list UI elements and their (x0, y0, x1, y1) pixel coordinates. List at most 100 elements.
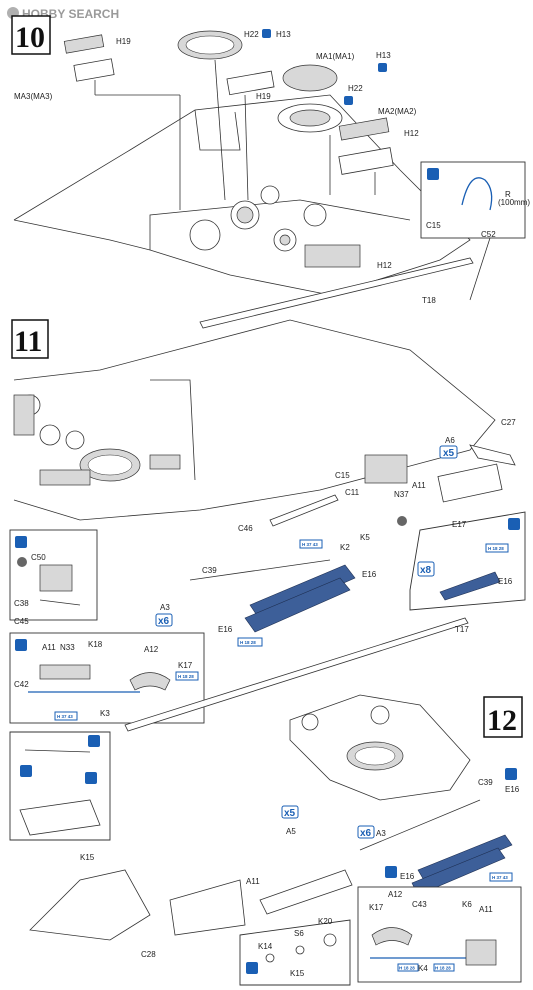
label-c39b: C39 (478, 778, 493, 787)
label-k20: K20 (318, 917, 333, 926)
hull-rear-11 (13, 319, 496, 521)
label-k15b: K15 (290, 969, 305, 978)
label-h12a: H12 (404, 129, 419, 138)
label-c11: C11 (345, 488, 360, 497)
label-k4: K4 (418, 964, 428, 973)
label-k3: K3 (100, 709, 110, 718)
mult-x8: x8 (420, 565, 432, 576)
towbar-k5 (269, 494, 339, 527)
mesh-ma1 (282, 64, 338, 92)
label-a11b: A11 (42, 643, 56, 652)
label-a3b: A3 (376, 829, 386, 838)
runner-badge-4: H 37 43 (57, 714, 73, 719)
label-a11d: A11 (479, 905, 493, 914)
label-c38: C38 (14, 599, 29, 608)
muffler-n37 (364, 454, 408, 484)
track-links-11 (244, 564, 356, 633)
label-h13a: H13 (276, 30, 291, 39)
jack-mount-12 (169, 879, 246, 936)
label-c15a: C15 (426, 221, 441, 230)
frame-h19-b (226, 70, 275, 96)
mult-x6b: x6 (360, 828, 372, 839)
label-h22b: H22 (348, 84, 363, 93)
label-k15a: K15 (80, 853, 95, 862)
step-10-number: 10 (15, 21, 45, 54)
label-e16e: E16 (400, 872, 415, 881)
hull-12 (289, 694, 471, 801)
bracket-c50 (39, 564, 73, 592)
track-pair-e16 (439, 571, 501, 601)
frame-h12 (338, 147, 394, 175)
label-c45: C45 (14, 617, 29, 626)
jack-a11 (437, 463, 503, 503)
label-s6: S6 (294, 929, 304, 938)
label-k17a: K17 (178, 661, 193, 670)
glue-icon (262, 29, 271, 38)
label-n33: N33 (60, 643, 75, 652)
step-11: 11 C27 A6 x5 A11 N37 C15 C11 K5 K2 C46 H… (9, 319, 526, 732)
runner-badge-1-text: H 37 43 (302, 542, 318, 547)
label-c28: C28 (141, 950, 156, 959)
muffler-12 (259, 869, 353, 915)
step-10: 10 MA3(MA3) H19 H22 H13 H19 MA1(MA1) (11, 15, 530, 329)
label-c42: C42 (14, 680, 29, 689)
runner-badge-1 (299, 539, 323, 549)
label-c27: C27 (501, 418, 516, 427)
runner-badge-2: H 18 28 (240, 640, 256, 645)
mesh-ma2 (338, 117, 390, 141)
label-h13b: H13 (376, 51, 391, 60)
runner-badge-5: H 18 28 (178, 674, 194, 679)
detail-box-tools (9, 731, 111, 841)
label-ma1: MA1(MA1) (316, 52, 355, 61)
label-n37: N37 (394, 490, 409, 499)
detail-box-k20 (239, 919, 351, 986)
label-h12b: H12 (377, 261, 392, 270)
label-a12a: A12 (144, 645, 159, 654)
rail-t17 (124, 617, 469, 732)
jack-block-k17 (129, 672, 171, 691)
label-a11c: A11 (246, 877, 260, 886)
mesh-ma3 (63, 34, 105, 54)
label-k5: K5 (360, 533, 370, 542)
label-k2: K2 (340, 543, 350, 552)
exhaust-c27 (469, 444, 516, 466)
label-c46: C46 (238, 524, 253, 533)
runner-badge-8: H 18 28 (435, 966, 451, 971)
label-ma3: MA3(MA3) (14, 92, 53, 101)
jack-assembly (39, 664, 91, 680)
label-e16b: E16 (498, 577, 513, 586)
label-h19a: H19 (116, 37, 131, 46)
label-a3a: A3 (160, 603, 170, 612)
label-c39a: C39 (202, 566, 217, 575)
label-r-sub: (100mm) (498, 198, 530, 207)
rail-t18 (199, 257, 474, 329)
runner-badge-7: H 18 28 (399, 966, 415, 971)
mult-x5a: x5 (443, 448, 455, 459)
label-c15b: C15 (335, 471, 350, 480)
step-12-number: 12 (487, 704, 517, 737)
label-c52: C52 (481, 230, 496, 239)
step-11-number: 11 (14, 325, 42, 358)
label-k17b: K17 (369, 903, 384, 912)
step-12: 12 C39 E16 H 37 43 E16 A3 x6 x5 A5 A11 K… (9, 694, 523, 986)
mult-x6a: x6 (158, 616, 170, 627)
label-k18: K18 (88, 640, 103, 649)
label-e16a: E16 (362, 570, 377, 579)
step-11-box (11, 319, 49, 359)
label-t18: T18 (422, 296, 436, 305)
detail-box-e17 (409, 511, 526, 611)
track-links-12 (411, 834, 513, 896)
label-h22a: H22 (244, 30, 259, 39)
deck-grille-10 (304, 244, 361, 268)
label-t17: T17 (455, 625, 469, 634)
hole-icon (397, 516, 407, 526)
label-h19b: H19 (256, 92, 271, 101)
label-a5: A5 (286, 827, 296, 836)
label-a11a: A11 (412, 481, 426, 490)
hull-deck-10 (13, 94, 471, 296)
frame-h19-a (73, 58, 115, 82)
label-e17: E17 (452, 520, 467, 529)
label-ma2: MA2(MA2) (378, 107, 417, 116)
step-12-box (483, 696, 523, 738)
